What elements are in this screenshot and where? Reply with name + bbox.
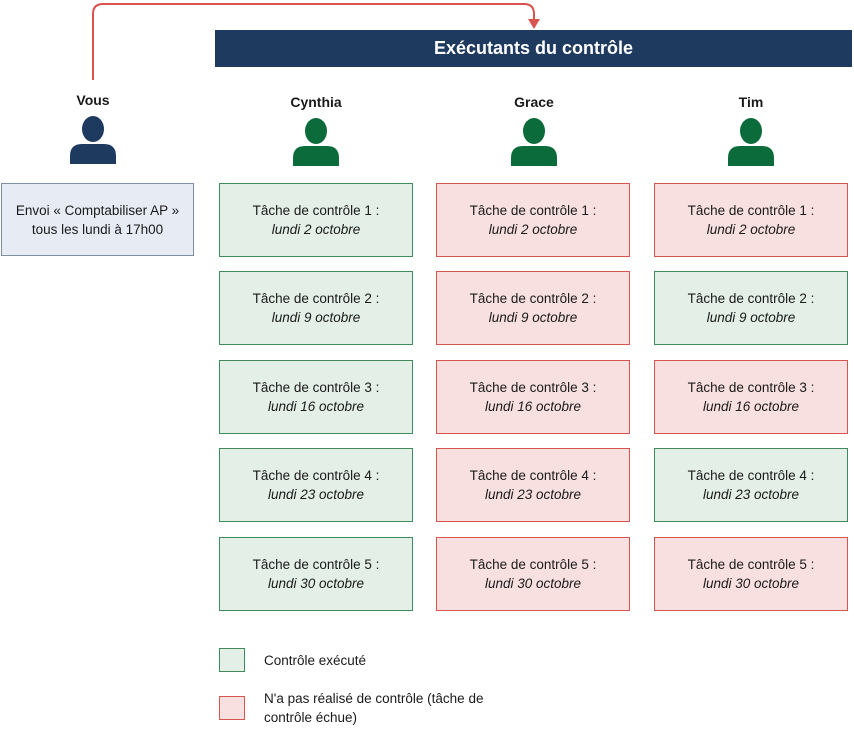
- legend-missed-label-line1: N'a pas réalisé de contrôle (tâche de: [264, 691, 484, 706]
- sender-message-line2: tous les lundi à 17h00: [31, 221, 164, 237]
- task-card: Tâche de contrôle 4 : lundi 23 octobre: [654, 448, 848, 522]
- task-card: Tâche de contrôle 4 : lundi 23 octobre: [436, 448, 630, 522]
- person-icon: [293, 118, 339, 166]
- task-label: Tâche de contrôle 2 :: [252, 291, 380, 306]
- task-card: Tâche de contrôle 2 : lundi 9 octobre: [436, 271, 630, 345]
- task-date: lundi 2 octobre: [488, 222, 578, 237]
- executors-header-title: Exécutants du contrôle: [433, 38, 634, 58]
- task-label: Tâche de contrôle 3 :: [469, 380, 597, 395]
- sender-name: Vous: [76, 92, 110, 108]
- executors-header: Exécutants du contrôle: [215, 30, 852, 67]
- task-label: Tâche de contrôle 4 :: [469, 468, 597, 483]
- legend-missed-label-line2: contrôle échue): [264, 710, 358, 725]
- legend-done-swatch: [219, 648, 245, 672]
- task-card: Tâche de contrôle 3 : lundi 16 octobre: [219, 360, 413, 434]
- task-card: Tâche de contrôle 5 : lundi 30 octobre: [219, 537, 413, 611]
- task-label: Tâche de contrôle 1 :: [252, 203, 380, 218]
- executor-name: Tim: [738, 94, 764, 110]
- task-date: lundi 30 octobre: [484, 576, 582, 591]
- task-label: Tâche de contrôle 4 :: [687, 468, 815, 483]
- executor-cynthia: Cynthia: [256, 94, 376, 166]
- task-date: lundi 30 octobre: [267, 576, 365, 591]
- task-date: lundi 16 octobre: [702, 399, 800, 414]
- task-date: lundi 16 octobre: [267, 399, 365, 414]
- task-label: Tâche de contrôle 3 :: [687, 380, 815, 395]
- task-date: lundi 9 octobre: [271, 310, 361, 325]
- task-card: Tâche de contrôle 1 : lundi 2 octobre: [219, 183, 413, 257]
- legend-done-label: Contrôle exécuté: [264, 653, 367, 668]
- task-card: Tâche de contrôle 3 : lundi 16 octobre: [654, 360, 848, 434]
- task-card: Tâche de contrôle 1 : lundi 2 octobre: [654, 183, 848, 257]
- executor-grace: Grace: [474, 94, 594, 166]
- task-date: lundi 23 octobre: [484, 487, 582, 502]
- task-date: lundi 16 octobre: [484, 399, 582, 414]
- task-card: Tâche de contrôle 3 : lundi 16 octobre: [436, 360, 630, 434]
- task-label: Tâche de contrôle 5 :: [687, 557, 815, 572]
- task-card: Tâche de contrôle 5 : lundi 30 octobre: [436, 537, 630, 611]
- legend-missed-swatch: [219, 696, 245, 720]
- person-icon: [70, 116, 116, 164]
- task-date: lundi 2 octobre: [271, 222, 361, 237]
- legend-missed-label: N'a pas réalisé de contrôle (tâche de co…: [264, 689, 483, 727]
- person-icon: [511, 118, 557, 166]
- sender-message-box: Envoi « Comptabiliser AP » tous les lund…: [1, 183, 194, 256]
- task-label: Tâche de contrôle 3 :: [252, 380, 380, 395]
- task-date: lundi 23 octobre: [267, 487, 365, 502]
- task-date: lundi 9 octobre: [706, 310, 796, 325]
- task-card: Tâche de contrôle 4 : lundi 23 octobre: [219, 448, 413, 522]
- task-card: Tâche de contrôle 2 : lundi 9 octobre: [654, 271, 848, 345]
- task-label: Tâche de contrôle 5 :: [469, 557, 597, 572]
- task-label: Tâche de contrôle 5 :: [252, 557, 380, 572]
- task-date: lundi 9 octobre: [488, 310, 578, 325]
- executor-name: Cynthia: [290, 94, 342, 110]
- task-label: Tâche de contrôle 1 :: [469, 203, 597, 218]
- sender-message-line1: Envoi « Comptabiliser AP »: [15, 202, 180, 218]
- task-date: lundi 23 octobre: [702, 487, 800, 502]
- task-card: Tâche de contrôle 5 : lundi 30 octobre: [654, 537, 848, 611]
- task-label: Tâche de contrôle 1 :: [687, 203, 815, 218]
- task-date: lundi 30 octobre: [702, 576, 800, 591]
- executor-tim: Tim: [691, 94, 811, 166]
- sender-person: Vous: [33, 92, 153, 164]
- task-card: Tâche de contrôle 2 : lundi 9 octobre: [219, 271, 413, 345]
- executor-name: Grace: [514, 94, 554, 110]
- task-label: Tâche de contrôle 4 :: [252, 468, 380, 483]
- task-date: lundi 2 octobre: [706, 222, 796, 237]
- task-label: Tâche de contrôle 2 :: [687, 291, 815, 306]
- task-label: Tâche de contrôle 2 :: [469, 291, 597, 306]
- task-card: Tâche de contrôle 1 : lundi 2 octobre: [436, 183, 630, 257]
- person-icon: [728, 118, 774, 166]
